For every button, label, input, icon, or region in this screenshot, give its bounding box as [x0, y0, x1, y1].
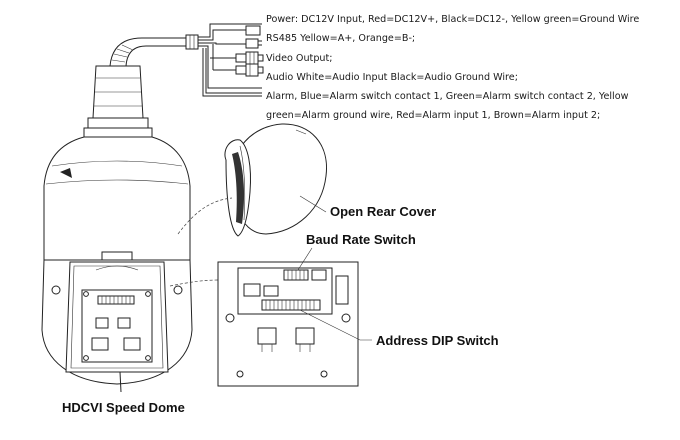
speed-dome-camera	[41, 65, 193, 393]
wiring-note-alarm-2: green=Alarm ground wire, Red=Alarm input…	[266, 110, 600, 121]
board-callout-arc	[169, 279, 219, 287]
address-dip-switch	[261, 299, 321, 311]
wiring-note-audio: Audio White=Audio Input Black=Audio Grou…	[266, 72, 518, 83]
power-connector	[245, 25, 261, 36]
rs485-connector	[245, 38, 259, 49]
switch-board-detail	[217, 261, 359, 387]
wiring-note-video: Video Output;	[266, 53, 333, 64]
wiring-note-alarm-1: Alarm, Blue=Alarm switch contact 1, Gree…	[266, 91, 629, 102]
video-bnc-connector	[235, 53, 247, 63]
label-address-dip-switch: Address DIP Switch	[376, 333, 499, 348]
audio-connector	[235, 65, 247, 75]
label-device-name: HDCVI Speed Dome	[62, 400, 185, 415]
wiring-notes: Power: DC12V Input, Red=DC12V+, Black=DC…	[266, 14, 639, 121]
address-dip-leader	[299, 309, 372, 341]
cover-callout-arc	[177, 197, 233, 235]
baud-rate-leader	[297, 247, 313, 271]
label-open-rear-cover: Open Rear Cover	[330, 204, 436, 219]
cable-bundle	[109, 23, 264, 97]
label-baud-rate-switch: Baud Rate Switch	[306, 232, 416, 247]
wiring-note-power: Power: DC12V Input, Red=DC12V+, Black=DC…	[266, 14, 639, 25]
wiring-note-rs485: RS485 Yellow=A+, Orange=B-;	[266, 33, 415, 44]
rear-cover	[224, 123, 327, 237]
